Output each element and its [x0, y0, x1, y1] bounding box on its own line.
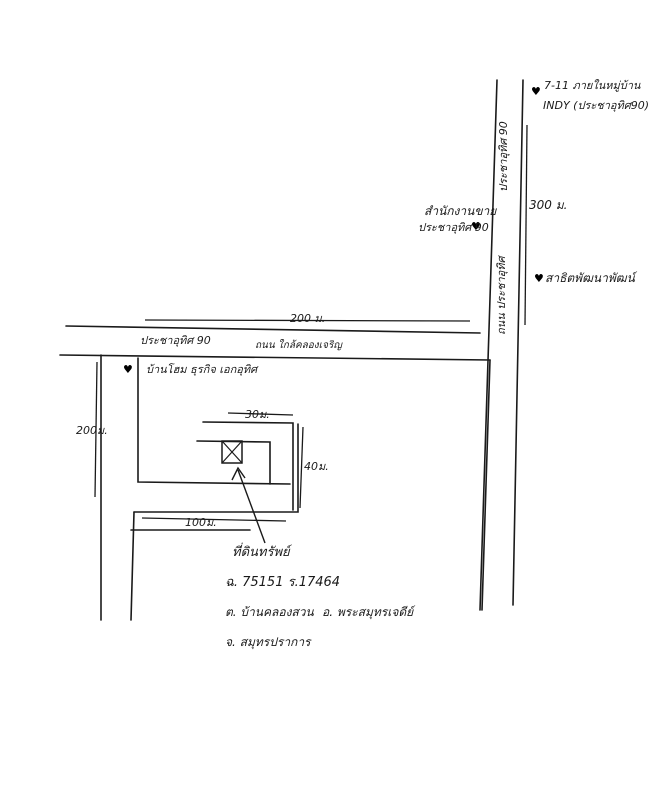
label-road-note: ถนน ใกล้คลองเจริญ	[255, 340, 342, 351]
label-dim-100m: 100ม.	[185, 516, 217, 529]
label-satit: สาธิตพัฒนาพัฒน์	[545, 271, 635, 285]
label-deed: ฉ. 75151 ร.17464	[225, 575, 341, 590]
label-dim-30m: 30ม.	[245, 408, 270, 421]
label-seven-eleven: 7-11 ภายในหมู่บ้าน	[544, 79, 641, 92]
pin-icon-711: ♥	[531, 85, 541, 98]
dim-200m-left-line	[94, 361, 98, 498]
label-pracha-uthit-90-top: ประชาอุทิศ 90	[497, 121, 510, 192]
pin-icon-office: ♥	[471, 220, 481, 233]
dim-300m-line	[524, 124, 528, 326]
label-main-road: ถนน ประชาอุทิศ	[495, 256, 508, 335]
arrow-head	[231, 466, 246, 481]
label-property: ที่ดินทรัพย์	[232, 545, 290, 560]
inner-road-upper	[202, 421, 294, 511]
pin-icon-shophouse: ♥	[123, 363, 133, 376]
label-pracha-uthit-90-a: ประชาอุทิศ 90	[418, 221, 489, 234]
label-dim-40m: 40ม.	[304, 460, 329, 473]
label-district: อ. พระสมุทรเจดีย์	[322, 605, 414, 619]
dim-30m-line	[227, 412, 294, 416]
pin-icon-satit: ♥	[534, 272, 544, 285]
label-dim-300m: 300 ม.	[529, 198, 568, 212]
block-outer-outline	[137, 357, 291, 485]
label-shophouse: บ้านโฮม ธุรกิจ เอกอุทิศ	[146, 363, 258, 376]
label-village-office: สำนักงานขาย	[424, 204, 497, 218]
plot-cross-2	[221, 440, 243, 464]
label-subdistrict: ต. บ้านคลองสวน	[225, 605, 314, 619]
dim-40m-line	[299, 426, 304, 509]
main-road-left-edge	[479, 79, 498, 611]
label-horizontal-road: ประชาอุทิศ 90	[140, 334, 211, 347]
bottom-left-edge	[130, 511, 135, 621]
property-plot	[221, 440, 243, 464]
arrow-shaft	[237, 469, 266, 544]
dim-200m-top-line	[144, 319, 471, 322]
bottom-road	[133, 423, 299, 513]
dim-100m-line	[141, 517, 287, 522]
label-indy: INDY (ประชาอุทิศ90)	[543, 99, 649, 112]
horizontal-road-bottom-edge	[59, 354, 491, 361]
block-right-road-edge	[481, 359, 491, 611]
label-province: จ. สมุทรปราการ	[225, 635, 311, 649]
label-dim-200m-left: 200ม.	[76, 424, 108, 437]
horizontal-road-top-edge	[65, 325, 481, 334]
label-dim-200m-top: 200 ม.	[290, 312, 326, 325]
main-road-right-edge	[512, 79, 524, 606]
